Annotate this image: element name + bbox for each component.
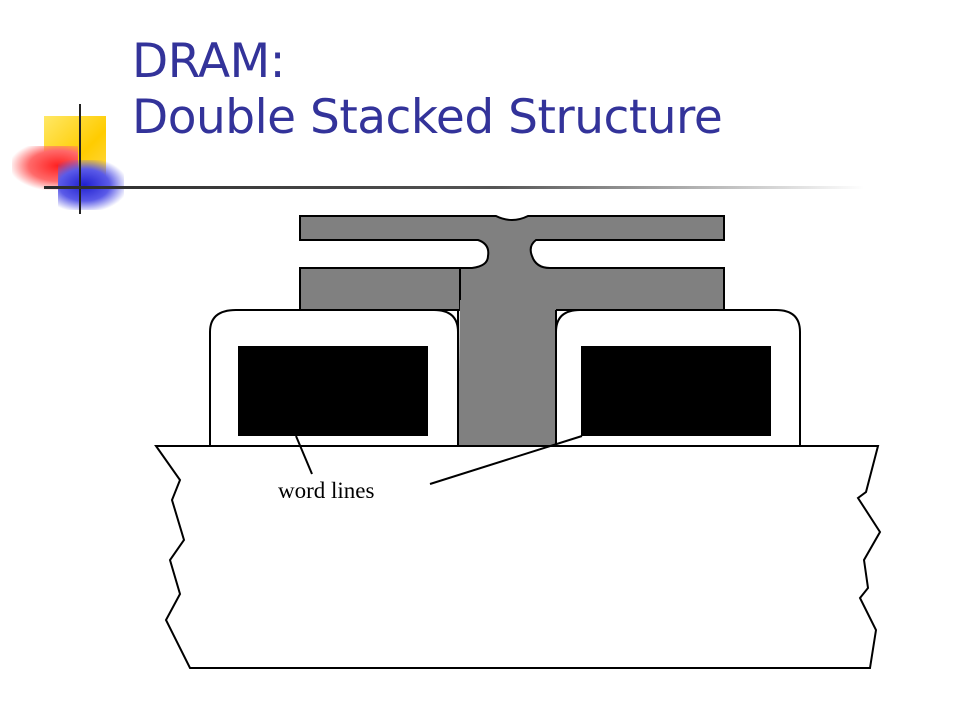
- capacitor-stem: [458, 300, 556, 448]
- capacitor-plate: [299, 215, 725, 311]
- title-line-2: Double Stacked Structure: [132, 90, 723, 145]
- title-line-1: DRAM:: [132, 34, 285, 89]
- word-lines-label: word lines: [278, 478, 375, 503]
- decor-vertical-line: [79, 104, 81, 214]
- decor-blue-square: [58, 160, 124, 210]
- word-line-left: [238, 346, 428, 436]
- title-divider: [44, 186, 864, 189]
- pointer-line-left: [295, 435, 313, 475]
- pointer-line-right: [429, 435, 583, 485]
- substrate: [154, 445, 882, 669]
- page-title: DRAM: Double Stacked Structure: [132, 34, 932, 146]
- word-line-right: [581, 346, 771, 436]
